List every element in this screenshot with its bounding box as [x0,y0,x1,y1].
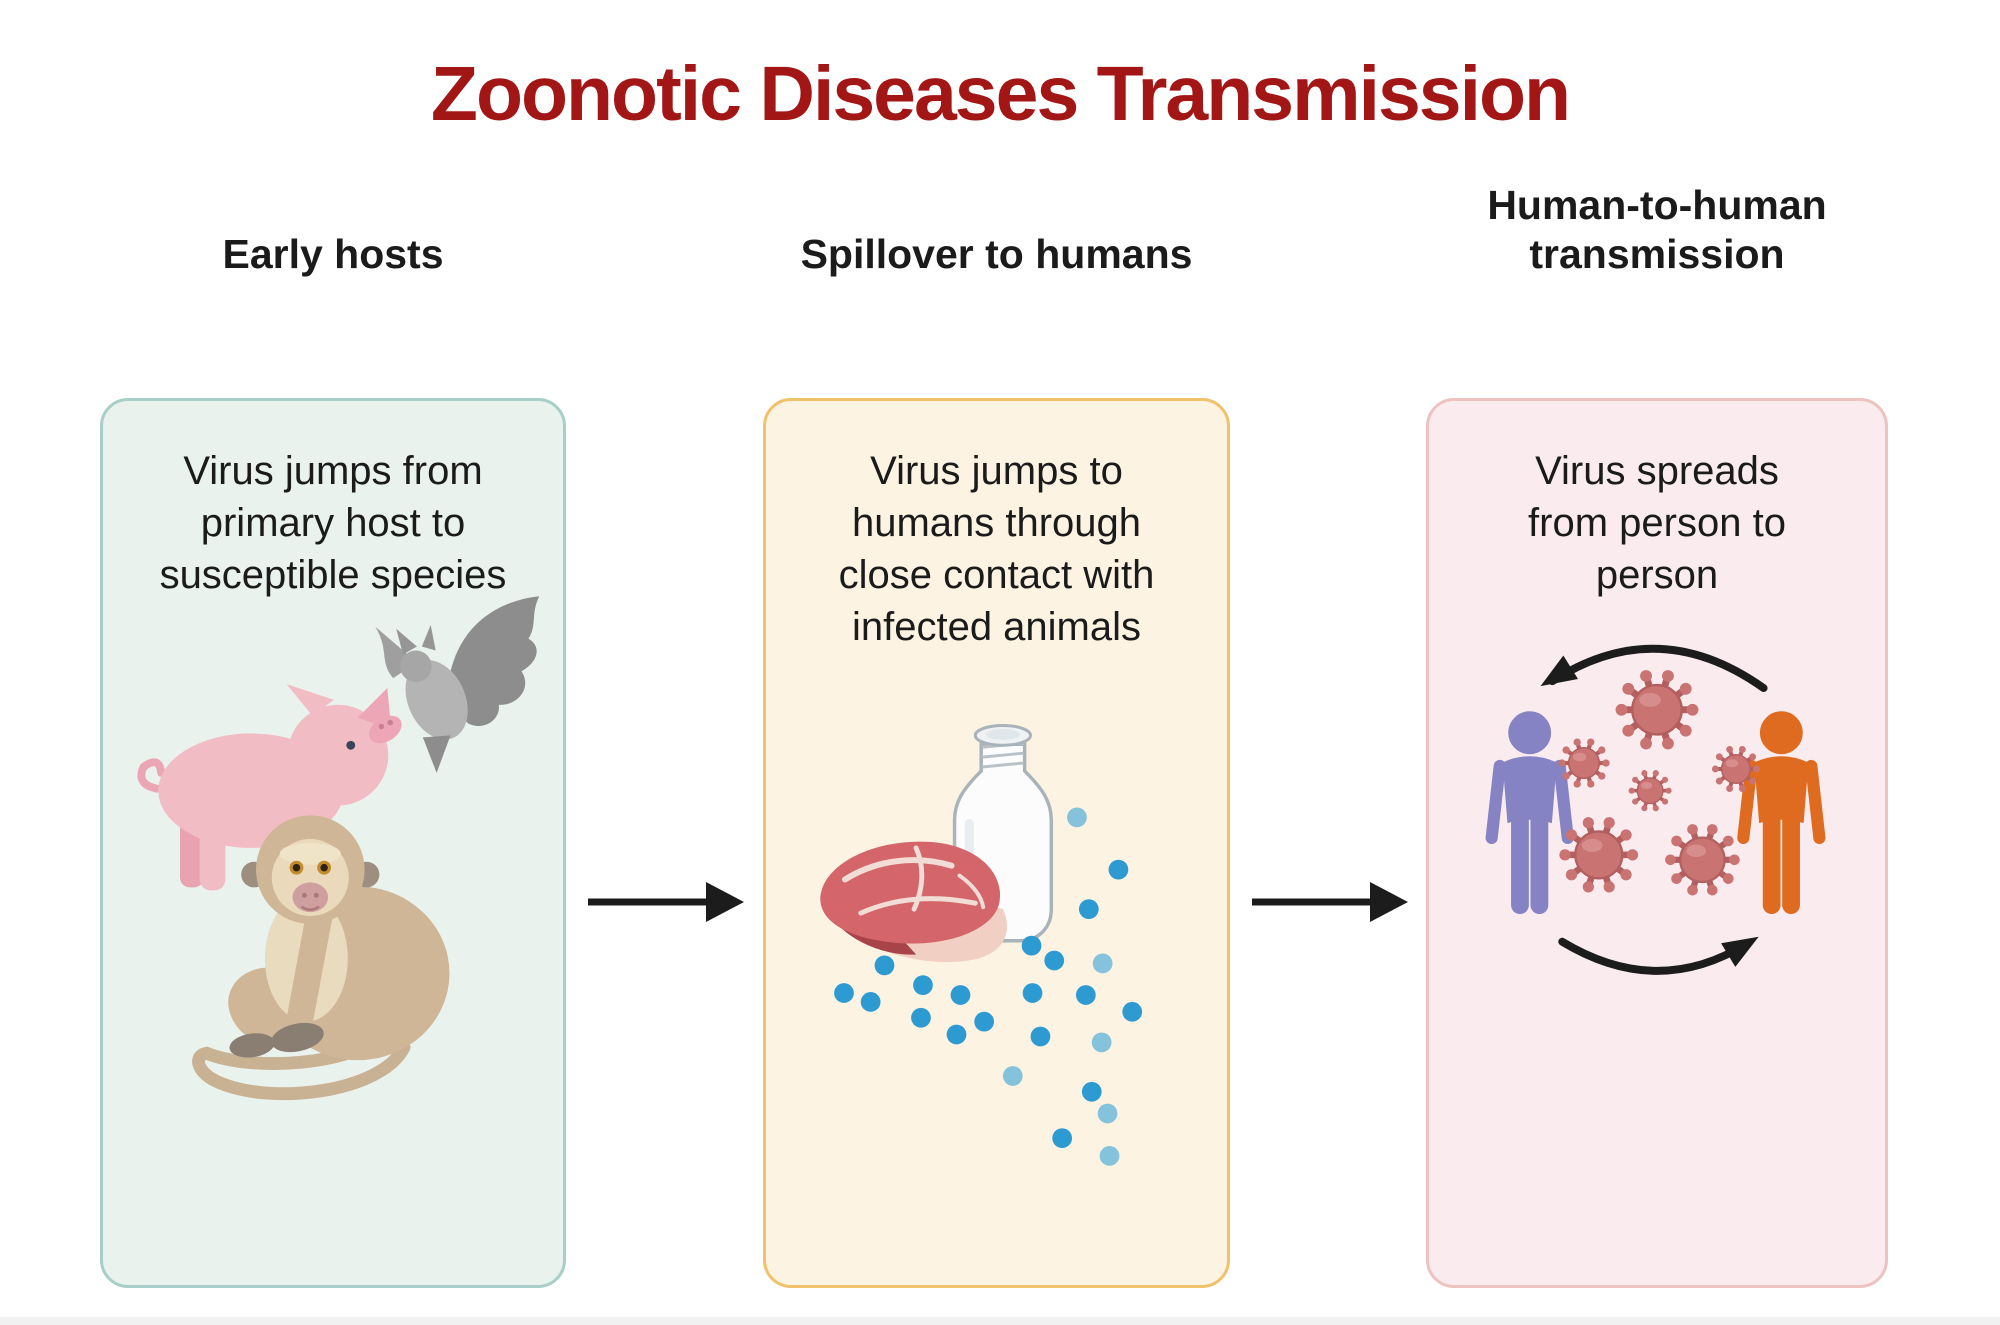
panel-spillover-art [820,724,1143,1166]
column-header-human-to-human: Human-to-human transmission [1487,182,1827,277]
column-header-early-hosts: Early hosts [222,230,444,277]
droplets-icon [834,807,1143,1166]
page-title: Zoonotic Diseases Transmission [430,51,1571,137]
cycle-arrow-bottom-icon [1558,936,1759,975]
panel-human-to-human: Virus spreads from person to person [1426,398,1888,1288]
column-header-spillover: Spillover to humans [800,230,1193,277]
arrow-right-icon [588,882,744,922]
panel-spillover: Virus jumps to humans through close cont… [763,398,1230,1288]
arrow-right-icon [1252,882,1408,922]
meat-icon [820,841,1008,963]
virus-icon [1558,670,1760,895]
panel-human-to-human-art [1429,644,1885,975]
cycle-arrow-top-icon [1540,644,1768,692]
bat-icon [375,596,540,773]
panel-spillover-text: Virus jumps to humans through close cont… [838,449,1155,649]
footer-strip [0,1317,2000,1325]
panel-early-hosts-art [137,596,540,1101]
panel-early-hosts: Virus jumps from primary host to suscept… [100,398,566,1288]
person-left-icon [1492,712,1568,905]
monkey-icon [192,815,450,1101]
panel-early-hosts-text: Virus jumps from primary host to suscept… [159,449,507,597]
person-right-icon [1743,712,1819,905]
panel-human-to-human-text: Virus spreads from person to person [1528,449,1786,597]
